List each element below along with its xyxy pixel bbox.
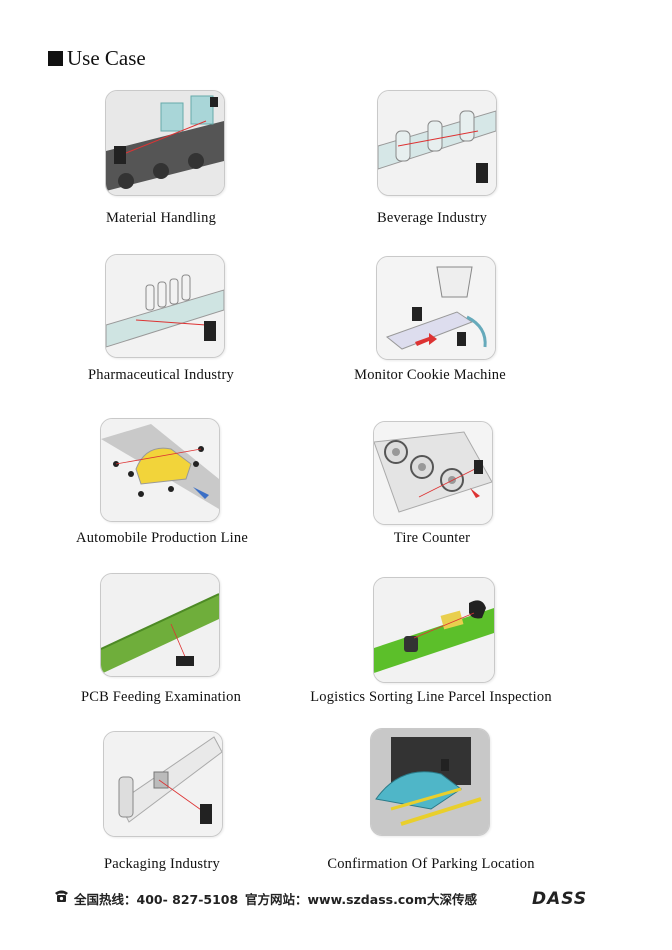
parking-location-illustration: [370, 728, 490, 836]
use-case-label: Monitor Cookie Machine: [354, 367, 506, 383]
use-case-label: Material Handling: [105, 210, 217, 226]
hotline-text: 全国热线：400- 827-5108: [74, 892, 239, 907]
cookie-machine-illustration: [376, 256, 496, 360]
pharmaceutical-industry-illustration: [105, 254, 225, 358]
automobile-line-illustration: [100, 418, 220, 522]
pcb-feeding-illustration: [100, 573, 220, 677]
telephone-icon: [55, 890, 68, 902]
section-heading: Use Case: [48, 46, 146, 71]
use-case-label: Confirmation Of Parking Location: [327, 856, 535, 872]
beverage-industry-illustration: [377, 90, 497, 196]
website-text: 官方网站：www.szdass.com: [245, 892, 427, 907]
use-case-label: Beverage Industry: [376, 210, 488, 226]
use-case-label: Packaging Industry: [104, 856, 220, 872]
use-case-label: Logistics Sorting Line Parcel Inspection: [310, 689, 552, 705]
tire-counter-illustration: [373, 421, 493, 525]
dass-logo: DASS: [532, 889, 588, 909]
use-case-label: Automobile Production Line: [76, 530, 248, 546]
packaging-industry-illustration: [103, 731, 223, 837]
logistics-sorting-illustration: [373, 577, 495, 683]
material-handling-illustration: [105, 90, 225, 196]
footer-bar: 全国热线：400- 827-5108 官方网站：www.szdass.com 大…: [50, 884, 620, 910]
section-title: Use Case: [67, 46, 146, 70]
square-bullet-icon: [48, 51, 63, 66]
use-case-label: Tire Counter: [393, 530, 471, 546]
use-case-label: PCB Feeding Examination: [80, 689, 242, 705]
brand-cn-text: 大深传感: [427, 892, 478, 907]
use-case-label: Pharmaceutical Industry: [88, 367, 234, 383]
